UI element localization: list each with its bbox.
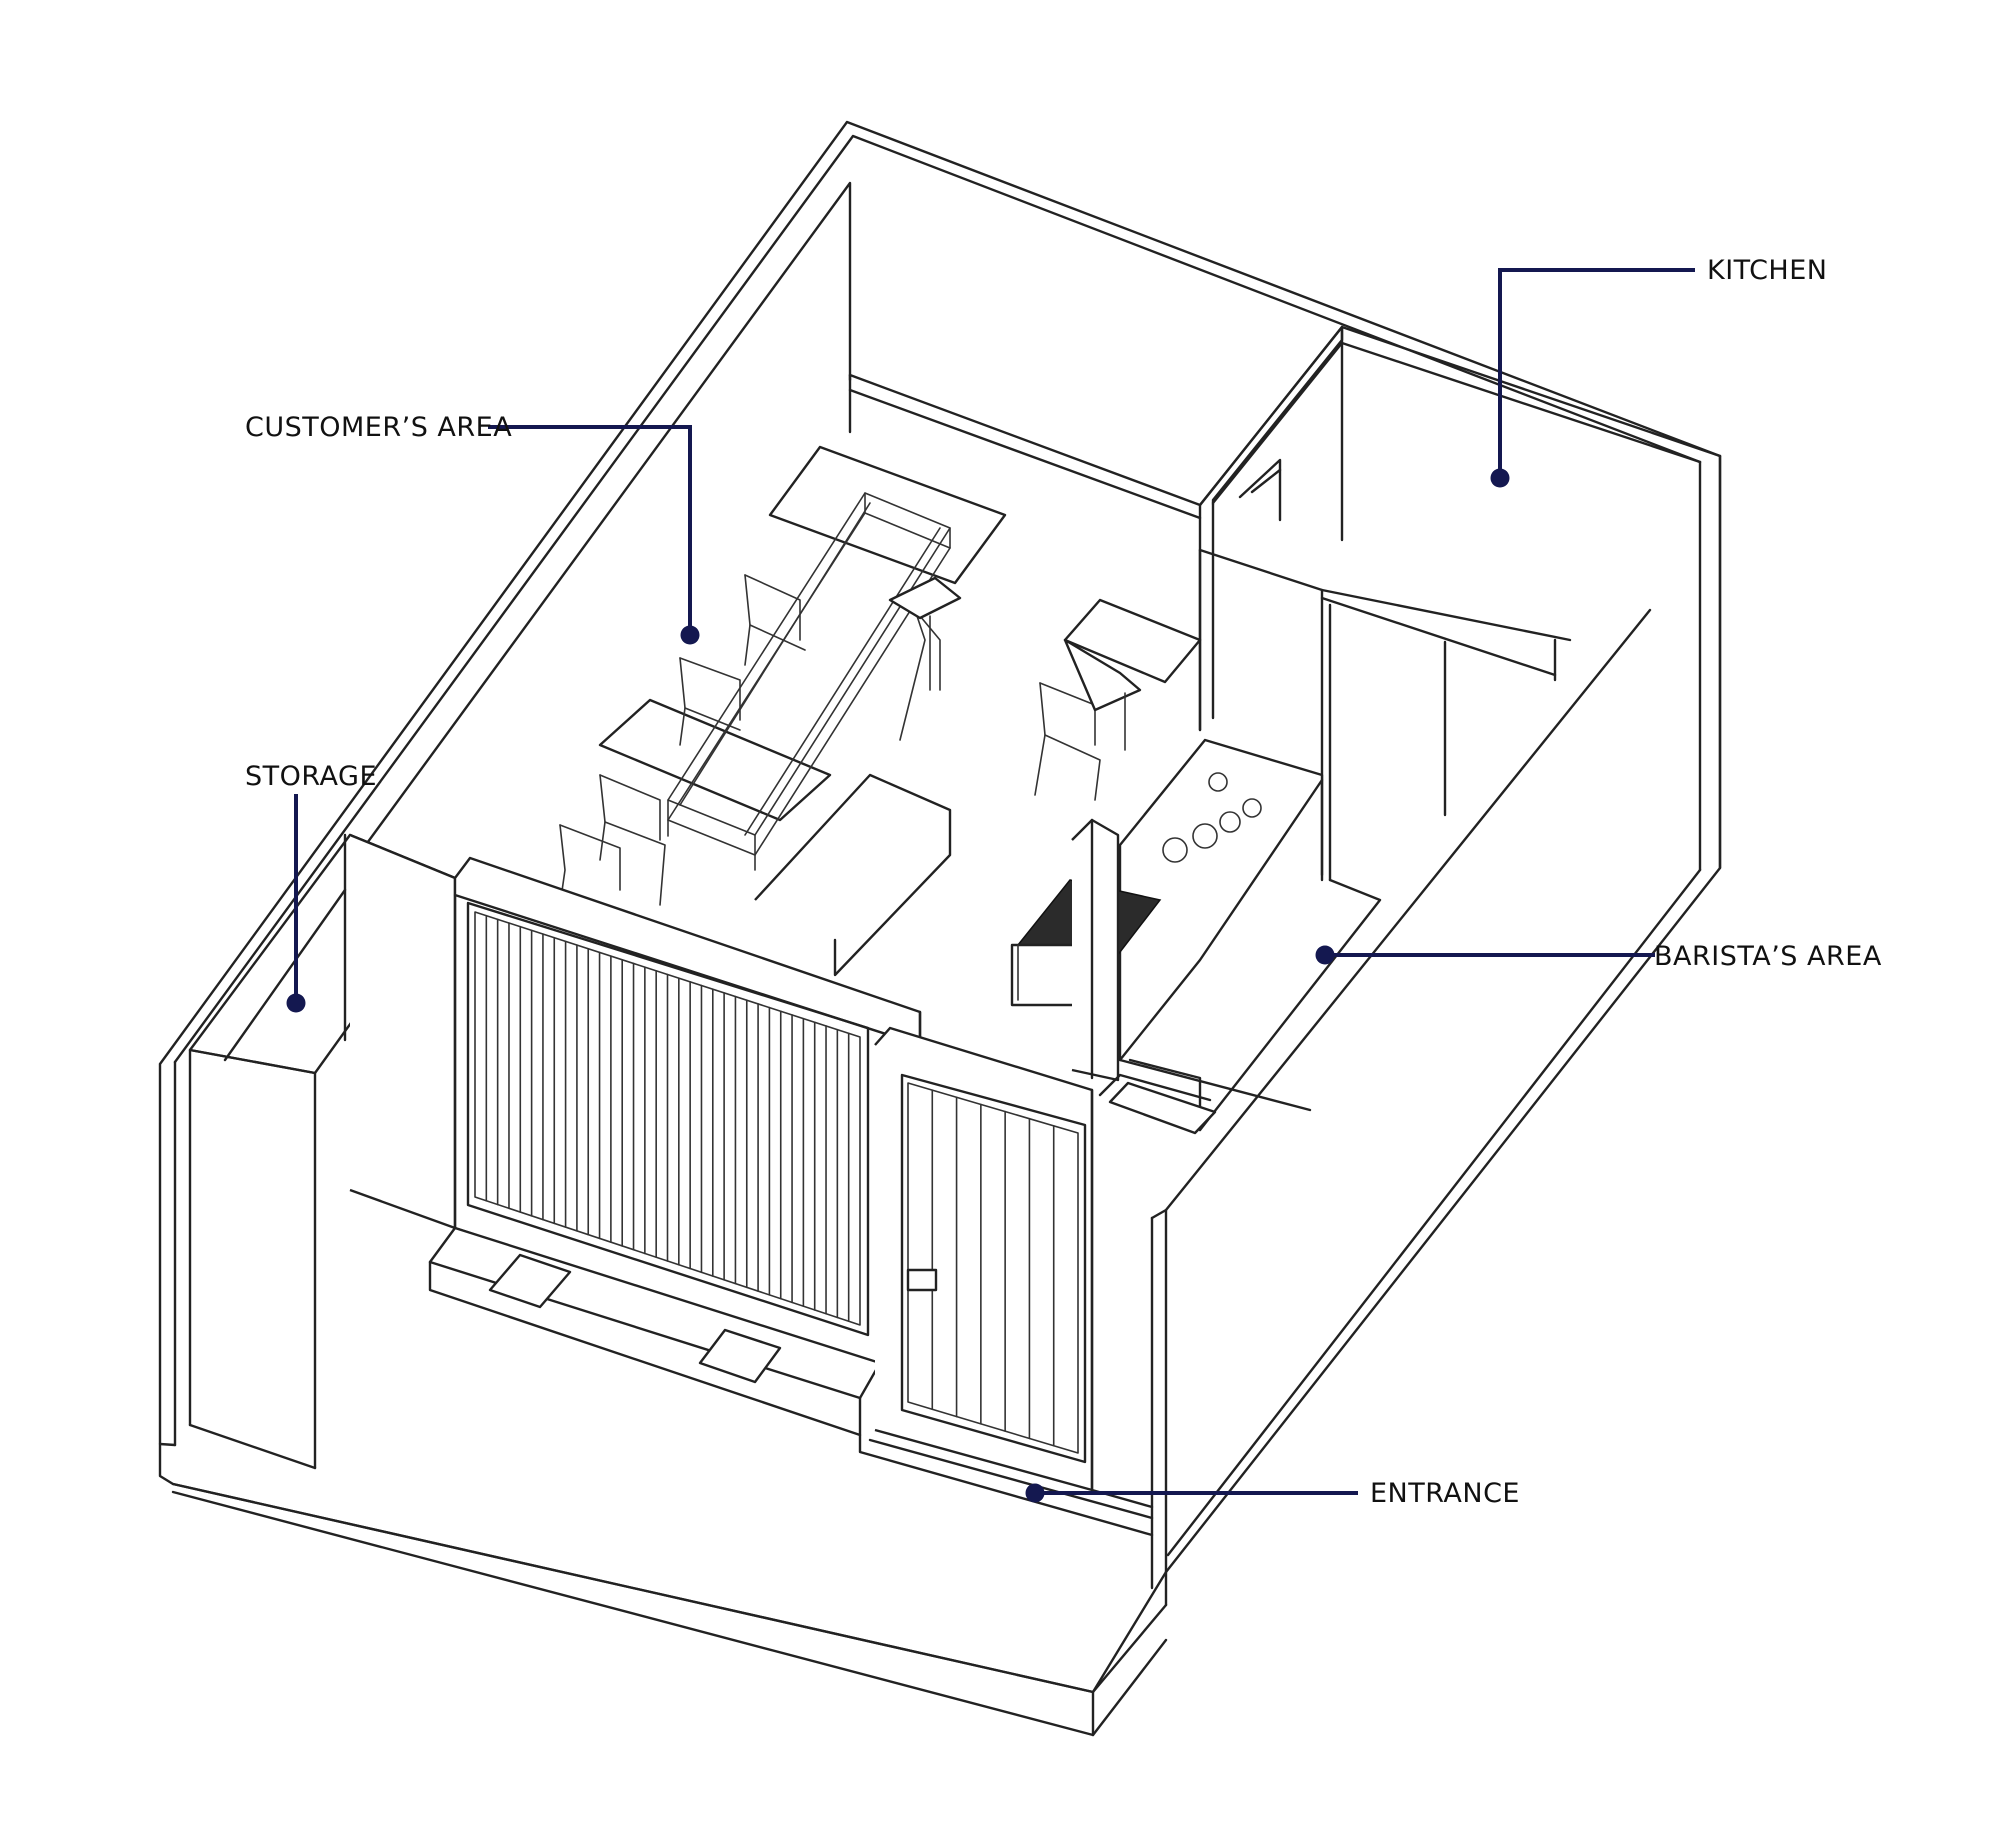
label-customers-area: CUSTOMER’S AREA: [245, 412, 700, 645]
chair: [899, 609, 941, 741]
kitchen-partition: [1198, 325, 1722, 1132]
label-text-customers-area: CUSTOMER’S AREA: [245, 412, 512, 443]
label-kitchen: KITCHEN: [1490, 255, 1828, 488]
chair: [599, 774, 666, 906]
back-wall-bench: [848, 373, 1202, 520]
label-text-storage: STORAGE: [245, 761, 377, 792]
front-facade: [349, 833, 1217, 1537]
label-text-kitchen: KITCHEN: [1707, 255, 1828, 286]
customers-furniture: [559, 445, 1202, 977]
cup-set: [1162, 772, 1262, 863]
label-baristas-area: BARISTA’S AREA: [1315, 941, 1882, 972]
label-text-entrance: ENTRANCE: [1370, 1478, 1520, 1509]
chair: [744, 574, 806, 666]
barista-area: [1010, 738, 1324, 1132]
label-entrance: ENTRANCE: [1025, 1478, 1520, 1509]
outer-shell: [158, 120, 1722, 1737]
label-storage: STORAGE: [245, 761, 377, 1013]
label-text-baristas-area: BARISTA’S AREA: [1654, 941, 1882, 972]
chair: [679, 657, 741, 746]
window-mullions: [485, 914, 850, 1323]
door-slats: [931, 1089, 1055, 1447]
